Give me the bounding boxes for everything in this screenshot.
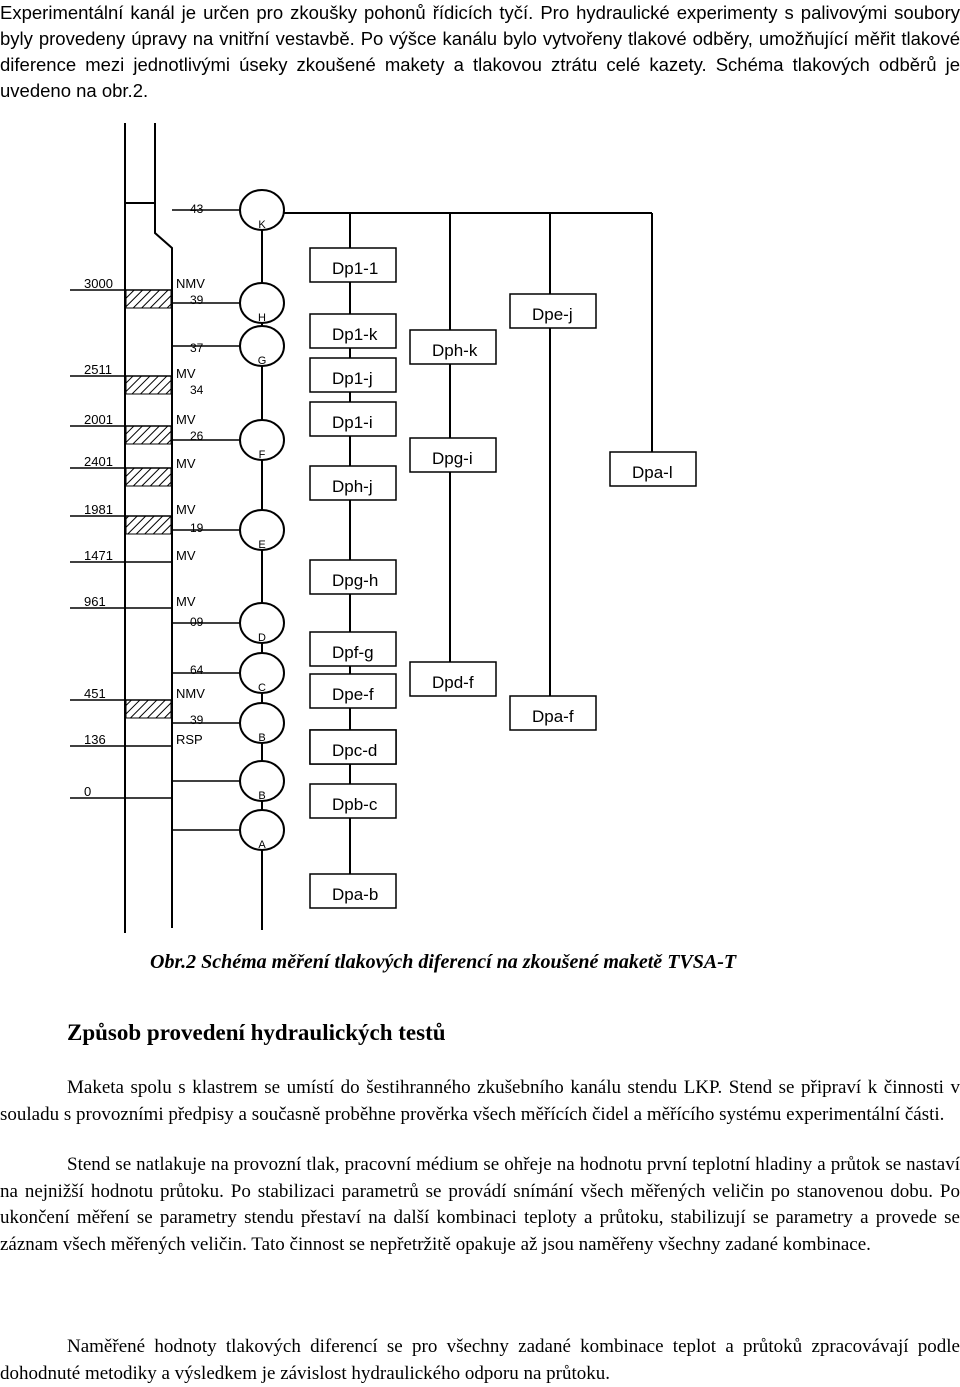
dp-box-label: Dpe-j (532, 305, 573, 324)
tap-letter: D (258, 632, 266, 644)
dp-box-label: Dpb-c (332, 795, 378, 814)
section-label: MV (176, 594, 196, 609)
dp-box-label: Dp1-k (332, 325, 378, 344)
tap-number: 39 (190, 713, 204, 727)
dp-box: Dpe-j (509, 293, 597, 329)
dp-box-label: Dpa-b (332, 885, 378, 904)
height-label: 2401 (84, 454, 113, 469)
tap-letter: E (258, 539, 265, 551)
hatched-section (125, 467, 172, 487)
dp-box: Dp1-i (309, 401, 397, 437)
hatched-section (125, 289, 172, 309)
dp-box: Dp1-k (309, 313, 397, 349)
differential-pressure-boxes: Dp1-1Dp1-kDp1-jDp1-iDph-jDpg-hDpf-gDpe-f… (309, 247, 697, 909)
tap-letter: F (259, 449, 266, 461)
dp-box: Dpf-g (309, 631, 397, 667)
tap-letter: K (258, 219, 266, 231)
height-label: 0 (84, 784, 91, 799)
dp-box: Dp1-j (309, 357, 397, 393)
section-label: MV (176, 456, 196, 471)
hatched-section (125, 425, 172, 445)
dp-box: Dpc-d (309, 729, 397, 765)
dp-box-label: Dp1-1 (332, 259, 378, 278)
paragraph-2: Maketa spolu s klastrem se umístí do šes… (0, 1077, 960, 1125)
section-label: MV (176, 366, 196, 381)
dp-box: Dph-k (409, 329, 497, 365)
tap-letter: C (258, 682, 266, 694)
figure-caption: Obr.2 Schéma měření tlakových diferencí … (150, 951, 737, 973)
height-label: 136 (84, 732, 106, 747)
tap-number: 64 (190, 663, 204, 677)
section-label: MV (176, 548, 196, 563)
dp-box: Dpa-b (309, 873, 397, 909)
tap-number: 34 (190, 383, 204, 397)
dp-box: Dpb-c (309, 783, 397, 819)
dp-box: Dpa-f (509, 695, 597, 731)
height-label: 1981 (84, 502, 113, 517)
section-label: RSP (176, 732, 203, 747)
tap-number: 26 (190, 429, 204, 443)
dp-box-label: Dp1-j (332, 369, 373, 388)
intro-paragraph: Experimentální kanál je určen pro zkoušk… (0, 2, 960, 101)
tap-number: 09 (190, 615, 204, 629)
dp-box-label: Dpa-l (632, 463, 673, 482)
dp-box-label: Dpe-f (332, 685, 374, 704)
height-label: 3000 (84, 276, 113, 291)
height-label: 1471 (84, 548, 113, 563)
tap-number: 37 (190, 341, 204, 355)
dp-box: Dp1-1 (309, 247, 397, 283)
dp-box-label: Dph-j (332, 477, 373, 496)
paragraph-3: Stend se natlakuje na provozní tlak, pra… (0, 1154, 960, 1255)
dp-box-label: Dpc-d (332, 741, 377, 760)
hatched-section (125, 375, 172, 395)
pressure-tap-diagram: 3000 2511 2001 2401 1981 1471 961 451 136 0 NMV MV M… (70, 123, 697, 933)
dp-box-label: Dpg-h (332, 571, 378, 590)
height-label: 2511 (84, 362, 112, 377)
dp-box: Dpa-l (609, 451, 697, 487)
section-label: NMV (176, 686, 205, 701)
dp-box-label: Dpf-g (332, 643, 374, 662)
dp-box-label: Dpd-f (432, 673, 474, 692)
dp-box-label: Dp1-i (332, 413, 373, 432)
section-heading: Způsob provedení hydraulických testů (67, 1020, 446, 1045)
section-table: 3000 2511 2001 2401 1981 1471 961 451 136 0 NMV MV M… (70, 202, 205, 799)
tap-letter: B (258, 790, 265, 802)
tap-letter: B (258, 732, 265, 744)
dp-box-label: Dph-k (432, 341, 478, 360)
tap-number: 43 (190, 202, 204, 216)
section-label: NMV (176, 276, 205, 291)
dp-box: Dpe-f (309, 673, 397, 709)
tap-number: 39 (190, 293, 204, 307)
section-label: MV (176, 502, 196, 517)
height-label: 451 (84, 686, 106, 701)
height-label: 2001 (84, 412, 113, 427)
tap-number: 19 (190, 521, 204, 535)
dp-box: Dph-j (309, 465, 397, 501)
hatched-section (125, 699, 172, 719)
tap-letter: H (258, 312, 266, 324)
dp-box: Dpg-i (409, 437, 497, 473)
paragraph-4: Naměřené hodnoty tlakových diferencí se … (0, 1336, 960, 1384)
dp-box: Dpg-h (309, 559, 397, 595)
dp-box-label: Dpa-f (532, 707, 574, 726)
dp-box: Dpd-f (409, 661, 497, 697)
height-label: 961 (84, 594, 106, 609)
tap-letter: A (258, 839, 266, 851)
dp-box-label: Dpg-i (432, 449, 473, 468)
pressure-tap-circles: K H G F E D C B B A (172, 189, 285, 851)
tap-letter: G (258, 355, 267, 367)
hatched-section (125, 515, 172, 535)
section-label: MV (176, 412, 196, 427)
